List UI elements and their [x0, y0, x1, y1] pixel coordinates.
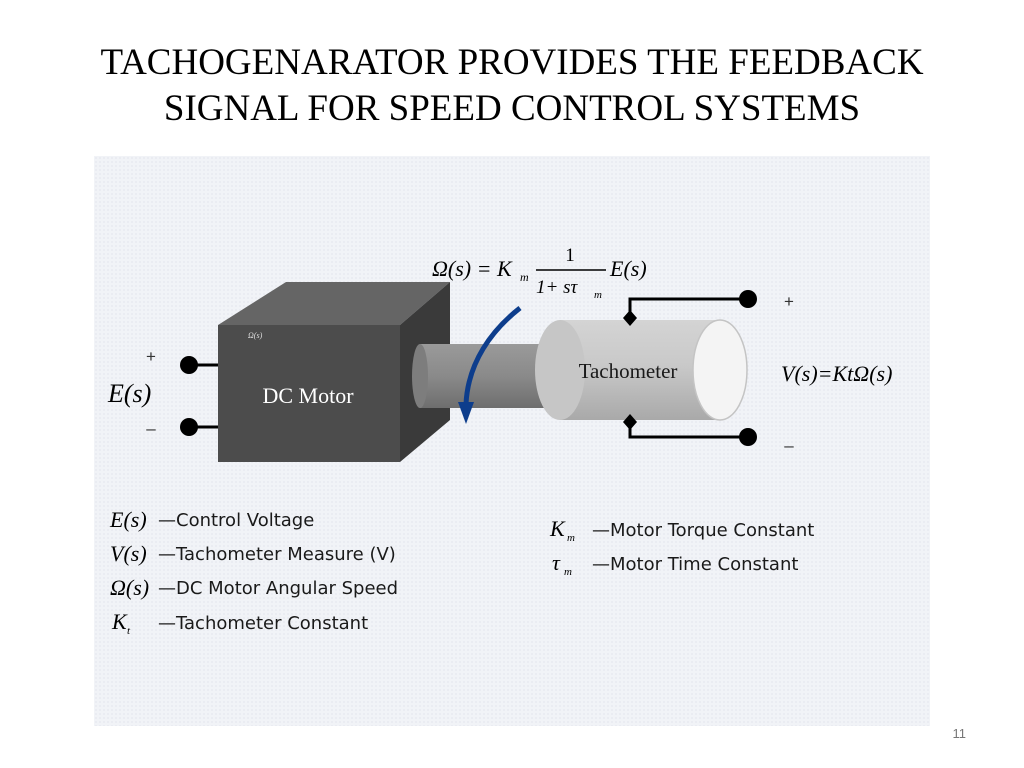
transfer-lhs: Ω(s) = K	[432, 256, 513, 281]
input-plus-sign: +	[146, 347, 156, 366]
motor-top-face	[218, 282, 450, 325]
legend-subscript: m	[567, 532, 575, 544]
legend-subscript: t	[127, 625, 131, 637]
motor-small-label: Ω(s)	[248, 331, 263, 340]
transfer-numerator: 1	[565, 245, 575, 266]
output-terminal-negative	[739, 428, 757, 446]
legend-right: K m —Motor Torque Constant τ m —Motor Ti…	[549, 516, 814, 578]
legend-description: —Tachometer Measure (V)	[158, 544, 396, 565]
legend-symbol: K	[549, 516, 566, 541]
transfer-km-subscript: m	[520, 270, 529, 284]
transfer-function: Ω(s) = K m 1 1+ sτ m E(s)	[432, 245, 647, 301]
legend-symbol: E(s)	[109, 507, 147, 532]
legend-subscript: m	[564, 566, 572, 578]
legend-item: K t —Tachometer Constant	[111, 609, 368, 637]
legend-item: V(s) —Tachometer Measure (V)	[110, 541, 396, 566]
legend-symbol: τ	[552, 550, 561, 575]
input-terminal-negative	[180, 418, 198, 436]
motor-front-face	[218, 325, 400, 462]
input-minus-sign: –	[146, 419, 156, 438]
legend-description: —DC Motor Angular Speed	[158, 578, 398, 599]
legend-description: —Control Voltage	[158, 510, 314, 531]
output-terminals	[623, 290, 757, 446]
legend-item: E(s) —Control Voltage	[109, 507, 314, 532]
tachometer	[535, 319, 748, 421]
legend-description: —Motor Time Constant	[592, 554, 798, 575]
legend-item: Ω(s) —DC Motor Angular Speed	[110, 575, 398, 600]
tachometer-label: Tachometer	[579, 359, 678, 383]
slide-title: TACHOGENARATOR PROVIDES THE FEEDBACK SIG…	[40, 40, 984, 132]
slide-title-line-2: SIGNAL FOR SPEED CONTROL SYSTEMS	[163, 88, 861, 129]
input-terminals	[180, 356, 218, 436]
legend-symbol: K	[111, 609, 128, 634]
legend-description: —Tachometer Constant	[158, 613, 368, 634]
slide-title-line-1: TACHOGENARATOR PROVIDES THE FEEDBACK	[100, 42, 924, 83]
legend-symbol: Ω(s)	[110, 575, 149, 600]
legend-left: E(s) —Control Voltage V(s) —Tachometer M…	[109, 507, 398, 637]
input-signal-label: E(s)	[107, 379, 151, 408]
motor-shaft	[412, 344, 550, 408]
transfer-den-subscript: m	[594, 289, 602, 301]
rotation-arrow	[458, 306, 522, 424]
legend-description: —Motor Torque Constant	[592, 520, 814, 541]
output-plus-sign: +	[784, 292, 794, 311]
transfer-denominator: 1+ sτ	[536, 277, 578, 298]
legend-item: K m —Motor Torque Constant	[549, 516, 814, 544]
output-minus-sign: –	[784, 436, 794, 455]
motor-label: DC Motor	[262, 383, 354, 408]
page-number: 11	[952, 726, 967, 741]
output-terminal-positive	[739, 290, 757, 308]
input-terminal-positive	[180, 356, 198, 374]
output-equation: V(s)=KtΩ(s)	[781, 361, 892, 386]
legend-symbol: V(s)	[110, 541, 147, 566]
transfer-rhs: E(s)	[609, 256, 647, 281]
legend-item: τ m —Motor Time Constant	[552, 550, 798, 578]
